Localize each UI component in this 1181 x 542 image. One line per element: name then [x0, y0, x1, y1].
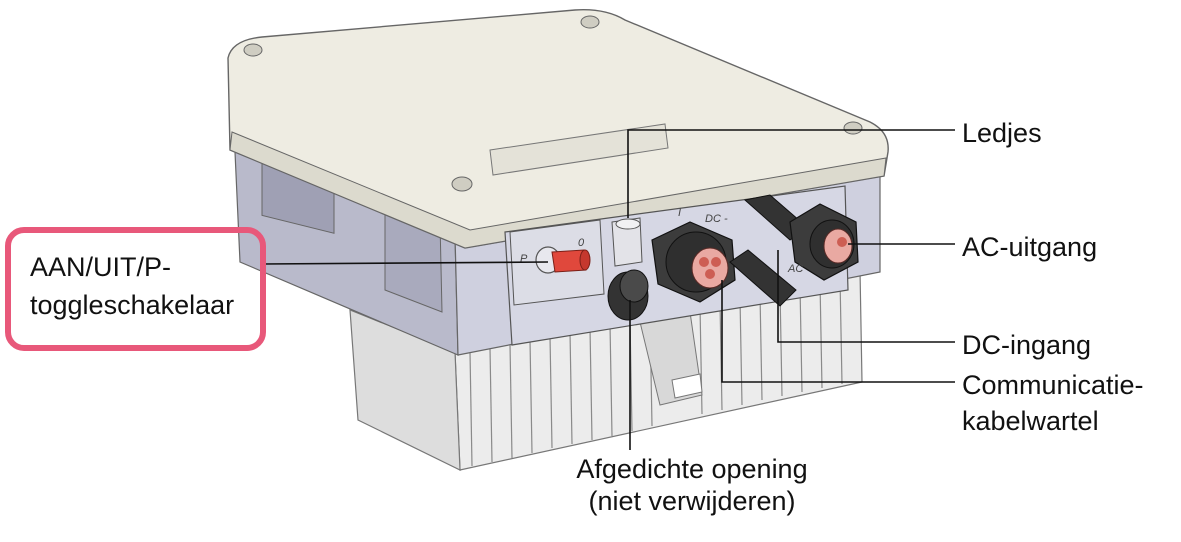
- callout-toggle-line2: toggleschakelaar: [30, 290, 234, 320]
- callout-toggle-line1: AAN/UIT/P-: [30, 252, 171, 282]
- toggle-highlight-box: [5, 227, 266, 351]
- callout-sealed-line2: (niet verwijderen): [588, 486, 795, 516]
- lid-screw-holes: [243, 15, 863, 192]
- callout-comm-gland-line2: kabelwartel: [962, 406, 1099, 436]
- callout-labels: Ledjes AC-uitgang DC-ingang Communicatie…: [30, 118, 1144, 516]
- sealed-opening-plug: [607, 269, 649, 321]
- callout-comm-gland-line1: Communicatie-: [962, 370, 1144, 400]
- panel-mark-ac: AC: [787, 263, 803, 275]
- panel-mark-p: P: [520, 253, 528, 265]
- comm-cable-gland: I: [651, 207, 736, 303]
- callout-ac-output: AC-uitgang: [962, 232, 1097, 262]
- callout-leds: Ledjes: [962, 118, 1042, 148]
- leader-leds: [627, 129, 955, 218]
- leader-dc-input: [777, 250, 955, 343]
- panel-mark-dc: DC -: [705, 213, 728, 225]
- callout-dc-input: DC-ingang: [962, 330, 1091, 360]
- toggle-switch: P 0: [509, 219, 605, 306]
- panel-mark-o: 0: [578, 237, 585, 249]
- connector-panel: P 0 I DC -: [504, 185, 859, 346]
- callout-sealed-line1: Afgedichte opening: [576, 454, 807, 484]
- leader-lines: [261, 129, 955, 450]
- leader-comm-gland: [721, 280, 955, 383]
- leader-toggle: [261, 261, 549, 265]
- ac-output-gland: AC: [787, 203, 859, 281]
- led-indicator: [611, 217, 643, 267]
- panel-mark-i: I: [678, 207, 681, 219]
